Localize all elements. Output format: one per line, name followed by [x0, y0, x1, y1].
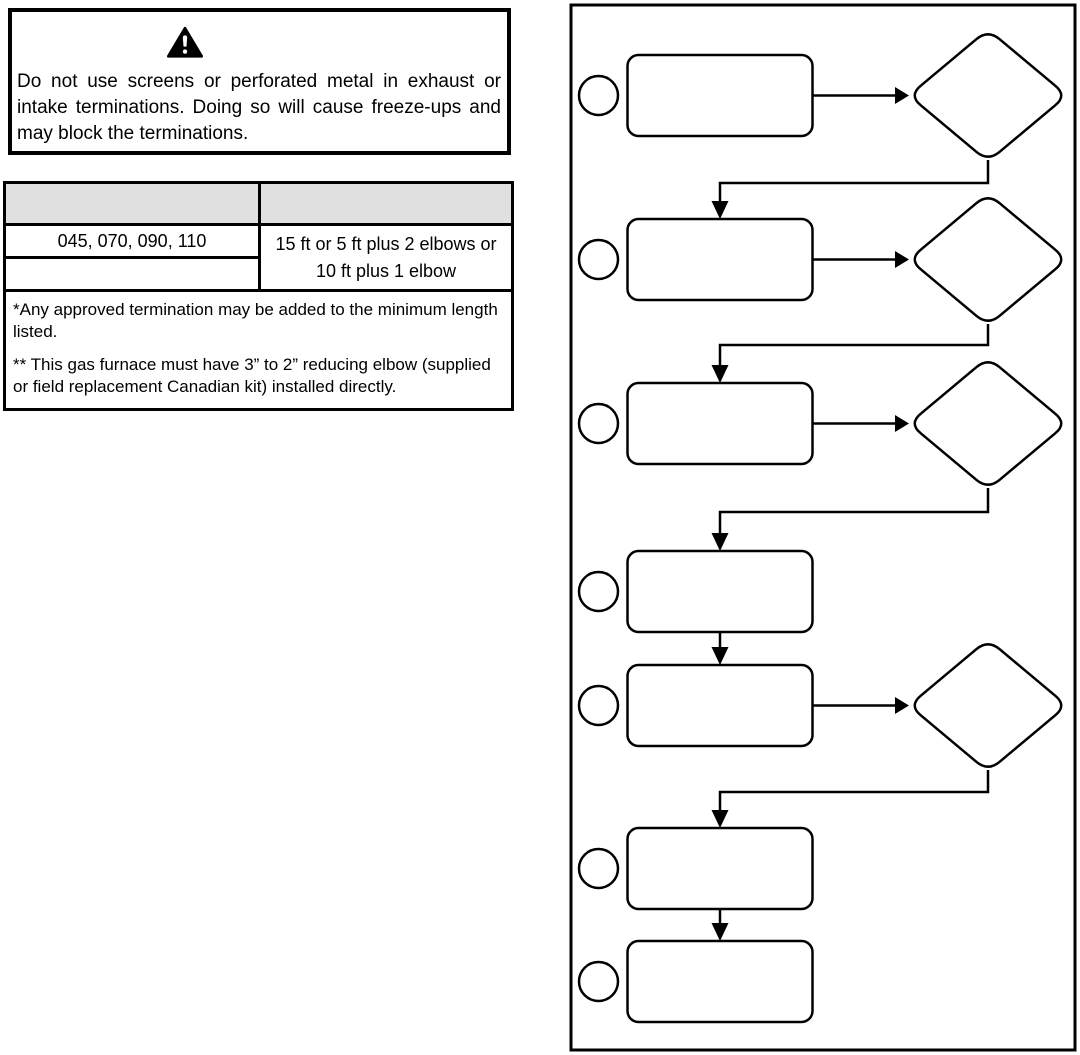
step-4-box: [626, 549, 814, 634]
table-header-cell-left: [3, 181, 261, 226]
step-5-circle: [577, 684, 620, 727]
warning-box: Do not use screens or perforated metal i…: [8, 8, 511, 155]
footnote-cell: *Any approved termination may be added t…: [3, 289, 514, 411]
step-5-box: [626, 663, 814, 748]
table-row-models: 045, 070, 090, 110 15 ft or 5 ft plus 2 …: [3, 223, 514, 292]
step-2-circle: [577, 238, 620, 281]
decision-4-arrowhead-down: [711, 810, 729, 828]
flowchart-step-3: [577, 361, 1063, 551]
flowchart-step-1: [577, 33, 1063, 219]
step-4-arrowhead-down: [711, 647, 729, 665]
step-5-arrowhead-right: [895, 697, 909, 714]
footnote-1: *Any approved termination may be added t…: [13, 300, 498, 341]
table-row-empty: [3, 256, 513, 292]
flowchart-step-5: [577, 643, 1063, 828]
step-6-arrowhead-down: [711, 923, 729, 941]
step-7-circle: [577, 960, 620, 1003]
footnote-2: ** This gas furnace must have 3” to 2” r…: [13, 355, 491, 396]
flowchart-step-6: [577, 826, 814, 941]
step-3-circle: [577, 402, 620, 445]
empty-cell: [3, 256, 261, 292]
step-6-box: [626, 826, 814, 911]
model-sizes-cell: 045, 070, 090, 110: [3, 223, 261, 259]
decision-3-arrowhead-down: [711, 533, 729, 551]
step-1-circle: [577, 74, 620, 117]
step-6-circle: [577, 847, 620, 890]
vent-length-cell: 15 ft or 5 ft plus 2 elbows or 10 ft plu…: [258, 223, 514, 292]
spec-table: 045, 070, 090, 110 15 ft or 5 ft plus 2 …: [3, 181, 514, 411]
table-header-cell-right: [258, 181, 514, 226]
warning-triangle-icon: [167, 26, 203, 58]
flowchart: [569, 3, 1077, 1052]
decision-2-arrowhead-down: [711, 365, 729, 383]
flowchart-step-2: [577, 197, 1063, 383]
decision-2-elbow-connector: [718, 324, 990, 366]
step-3-arrowhead-right: [895, 415, 909, 432]
decision-1-arrowhead-down: [711, 201, 729, 219]
flowchart-step-7: [577, 939, 814, 1024]
decision-4-elbow-connector: [718, 770, 990, 811]
table-footnote-row: *Any approved termination may be added t…: [3, 289, 514, 411]
step-2-arrowhead-right: [895, 251, 909, 268]
warning-text: Do not use screens or perforated metal i…: [17, 71, 501, 144]
flowchart-step-4: [577, 549, 814, 665]
table-header-row: [3, 181, 514, 226]
step-3-box: [626, 381, 814, 466]
decision-3-elbow-connector: [718, 488, 990, 534]
step-2-box: [626, 217, 814, 302]
step-4-circle: [577, 570, 620, 613]
step-7-box: [626, 939, 814, 1024]
step-1-box: [626, 53, 814, 138]
step-1-arrowhead-right: [895, 87, 909, 104]
decision-1-elbow-connector: [718, 160, 990, 202]
